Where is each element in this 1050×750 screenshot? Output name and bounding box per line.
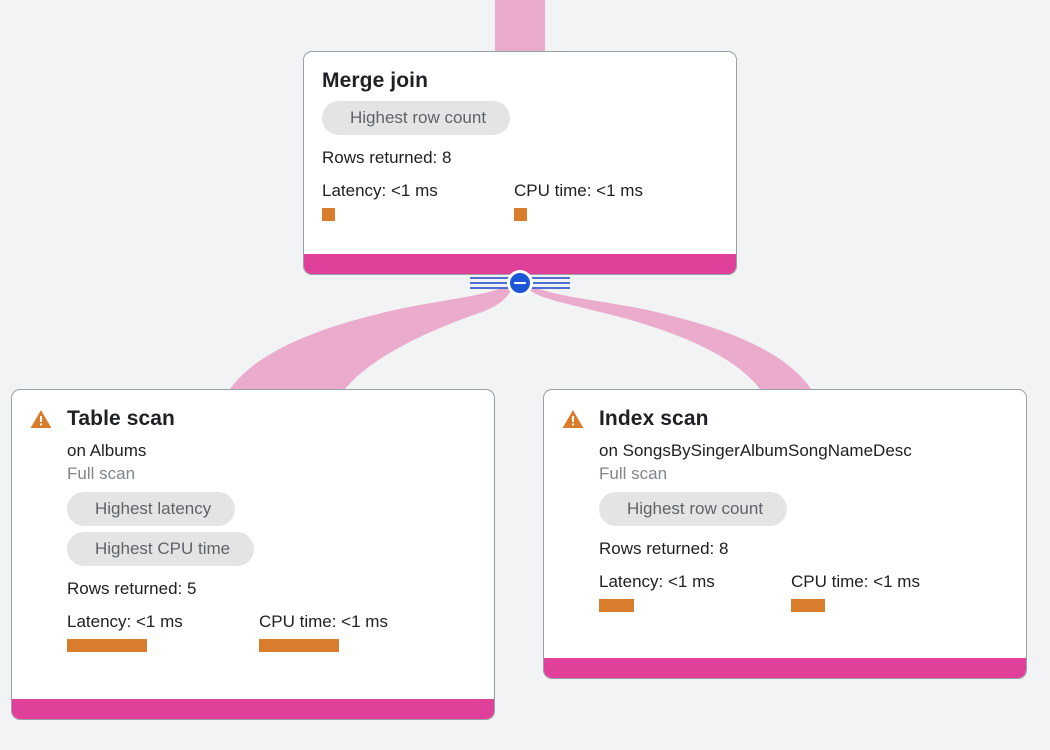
table-scan-cpu-label: CPU time: <1 ms <box>259 612 388 631</box>
index-scan-body: Index scan on SongsBySingerAlbumSongName… <box>544 390 1026 622</box>
table-scan-scan-type: Full scan <box>67 464 136 483</box>
table-scan-metrics: Latency: <1 ms CPU time: <1 ms <box>67 611 476 652</box>
edge-merge-join-to-index-scan <box>527 286 811 389</box>
table-scan-accent-bar <box>12 699 494 719</box>
collapse-children-toggle[interactable] <box>470 270 570 296</box>
table-scan-cpu-bar <box>259 639 339 652</box>
table-scan-body: Table scan on Albums Full scan Highest l… <box>12 390 494 662</box>
merge-join-metrics: Latency: <1 ms CPU time: <1 ms <box>322 180 718 221</box>
minus-icon <box>514 281 526 285</box>
table-scan-rows-returned: Rows returned: 5 <box>67 579 197 598</box>
index-scan-title: Index scan <box>599 407 709 430</box>
index-scan-latency-metric: Latency: <1 ms <box>599 571 791 612</box>
merge-join-latency-label: Latency: <1 ms <box>322 181 438 200</box>
index-scan-scan-type: Full scan <box>599 464 668 483</box>
merge-join-rows-returned: Rows returned: 8 <box>322 148 452 167</box>
table-scan-title-row: Table scan <box>30 406 476 432</box>
merge-join-cpu-label: CPU time: <1 ms <box>514 181 643 200</box>
index-scan-chips: Highest row count <box>599 492 1008 532</box>
index-scan-cpu-bar <box>791 599 825 612</box>
warning-triangle-icon <box>30 410 52 428</box>
merge-join-latency-metric: Latency: <1 ms <box>322 180 514 221</box>
merge-join-latency-bar <box>322 208 335 221</box>
index-scan-subtitle: on SongsBySingerAlbumSongNameDesc <box>599 441 912 460</box>
index-scan-title-row: Index scan <box>562 406 1008 432</box>
edge-merge-join-to-table-scan <box>230 286 512 389</box>
table-scan-latency-bar <box>67 639 147 652</box>
merge-join-cpu-bar <box>514 208 527 221</box>
table-scan-cpu-metric: CPU time: <1 ms <box>259 611 388 652</box>
edge-parent-to-merge-join <box>495 0 545 52</box>
index-scan-metrics: Latency: <1 ms CPU time: <1 ms <box>599 571 1008 612</box>
node-index-scan[interactable]: Index scan on SongsBySingerAlbumSongName… <box>543 389 1027 679</box>
merge-join-body: Merge join Highest row count Rows return… <box>304 52 736 231</box>
chip-highest-cpu-time: Highest CPU time <box>67 532 255 566</box>
merge-join-cpu-metric: CPU time: <1 ms <box>514 180 643 221</box>
merge-join-title: Merge join <box>322 69 429 92</box>
index-scan-details: on SongsBySingerAlbumSongNameDesc Full s… <box>562 440 1008 612</box>
table-scan-subtitle: on Albums <box>67 441 147 460</box>
chip-highest-row-count: Highest row count <box>322 101 511 135</box>
chip-highest-latency: Highest latency <box>67 492 236 526</box>
index-scan-accent-bar <box>544 658 1026 678</box>
index-scan-rows-returned: Rows returned: 8 <box>599 539 729 558</box>
index-scan-cpu-label: CPU time: <1 ms <box>791 572 920 591</box>
index-scan-latency-label: Latency: <1 ms <box>599 572 715 591</box>
warning-triangle-icon <box>562 410 584 428</box>
node-table-scan[interactable]: Table scan on Albums Full scan Highest l… <box>11 389 495 720</box>
table-scan-warning-slot <box>30 406 67 429</box>
table-scan-details: on Albums Full scan Highest latency High… <box>30 440 476 652</box>
index-scan-cpu-metric: CPU time: <1 ms <box>791 571 920 612</box>
collapse-minus-button[interactable] <box>507 270 533 296</box>
merge-join-accent-bar <box>304 254 736 274</box>
table-scan-title: Table scan <box>67 407 175 430</box>
merge-join-chips: Highest row count <box>322 101 718 141</box>
merge-join-title-row: Merge join <box>322 68 718 94</box>
node-merge-join[interactable]: Merge join Highest row count Rows return… <box>303 51 737 275</box>
index-scan-warning-slot <box>562 406 599 429</box>
table-scan-latency-metric: Latency: <1 ms <box>67 611 259 652</box>
table-scan-chips: Highest latency Highest CPU time <box>67 492 476 572</box>
index-scan-latency-bar <box>599 599 634 612</box>
chip-highest-row-count: Highest row count <box>599 492 788 526</box>
table-scan-latency-label: Latency: <1 ms <box>67 612 183 631</box>
